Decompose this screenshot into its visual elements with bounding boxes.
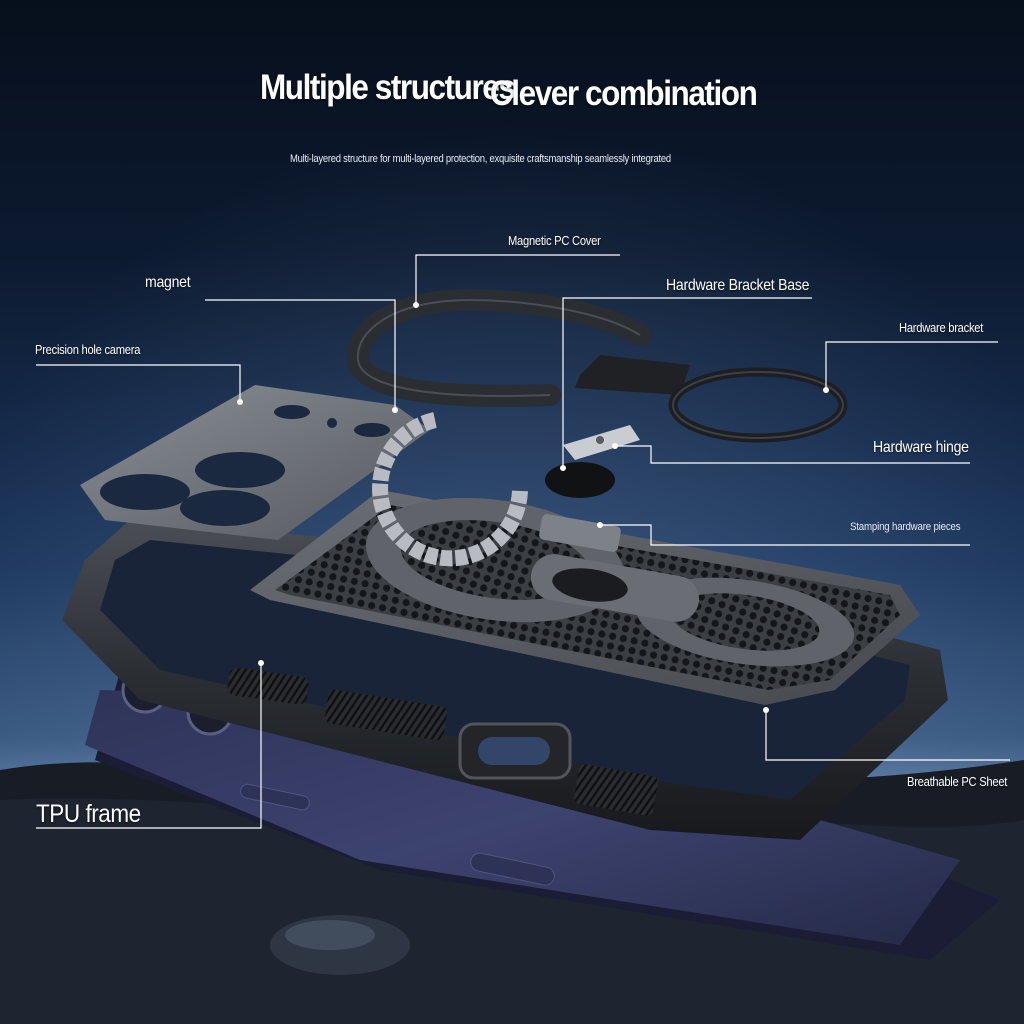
leader-line-tpu bbox=[36, 663, 262, 829]
camera-cover-plate bbox=[80, 385, 430, 540]
leader-line-stamping bbox=[600, 524, 970, 546]
label-hardware-bracket-base: Hardware Bracket Base bbox=[666, 277, 810, 294]
leader-line-camera bbox=[36, 364, 241, 402]
label-magnetic-pc-cover: Magnetic PC Cover bbox=[508, 233, 601, 248]
label-tpu-frame: TPU frame bbox=[36, 800, 141, 828]
leader-dots bbox=[237, 302, 829, 713]
subtitle: Multi-layered structure for multi-layere… bbox=[290, 153, 671, 165]
hinge-shape bbox=[545, 425, 640, 498]
background-rock bbox=[285, 920, 375, 950]
hardware-bracket-shape bbox=[575, 355, 848, 443]
leader-line-bracket-base bbox=[562, 297, 812, 468]
leader-line-hinge bbox=[615, 445, 970, 464]
leader-line-magnet bbox=[205, 299, 396, 410]
label-breathable-pc-sheet: Breathable PC Sheet bbox=[907, 774, 1008, 789]
label-hardware-hinge: Hardware hinge bbox=[873, 439, 969, 456]
magnet-ring-shape bbox=[372, 412, 528, 567]
label-precision-hole-camera: Precision hole camera bbox=[35, 342, 141, 357]
label-stamping-hardware-pieces: Stamping hardware pieces bbox=[850, 521, 961, 533]
headline-part-1: Multiple structures bbox=[260, 68, 516, 107]
leader-line-bracket bbox=[825, 341, 998, 390]
leader-line-breathable bbox=[765, 710, 1010, 761]
leader-line-magnetic-pc-cover bbox=[415, 254, 620, 305]
headline-part-2: Clever combination bbox=[490, 74, 758, 113]
label-hardware-bracket: Hardware bracket bbox=[899, 320, 984, 335]
magnetic-pc-cover-edge bbox=[356, 298, 641, 397]
label-magnet: magnet bbox=[145, 274, 191, 291]
leader-lines bbox=[36, 254, 1010, 829]
